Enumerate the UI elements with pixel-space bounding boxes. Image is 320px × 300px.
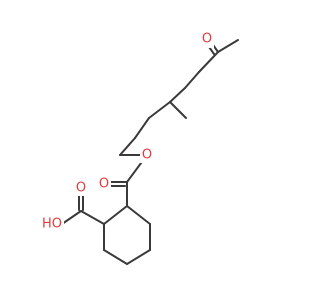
structure-svg: O O O O HO [40, 32, 239, 265]
atom-hydroxyl: HO [42, 217, 62, 232]
bond-chain-3 [148, 101, 171, 119]
atom-ketone-oxygen: O [202, 32, 212, 47]
bond-ring-acid-c [80, 210, 105, 225]
label-bg-ester-carbonyl-o [97, 176, 111, 192]
label-bg-acid-carbonyl-o [74, 180, 88, 196]
bond-methyl-branch [169, 101, 187, 119]
bond-chain-2 [169, 87, 186, 103]
label-bg-ketone-o [200, 32, 214, 48]
atom-ester-carbonyl-oxygen: O [99, 177, 109, 192]
label-bg-ester-link-o [140, 147, 154, 163]
ring-bond-1 [126, 205, 151, 225]
bond-acid-c-oh [61, 210, 82, 225]
atom-acid-carbonyl-oxygen: O [76, 181, 86, 196]
bond-chain-5 [119, 137, 136, 156]
bond-chain-1 [184, 71, 200, 89]
ring-bond-6 [103, 205, 128, 225]
bond-ketone-methyl [217, 39, 239, 53]
bond-ketone-ch2 [198, 51, 219, 73]
ring-bond-4 [103, 249, 128, 265]
ring-bond-3 [126, 249, 151, 265]
atom-ester-link-oxygen: O [142, 148, 152, 163]
molecule-diagram: O O O O HO [40, 32, 239, 265]
label-bg-hydroxyl [40, 216, 64, 232]
bond-chain-4 [134, 117, 150, 139]
